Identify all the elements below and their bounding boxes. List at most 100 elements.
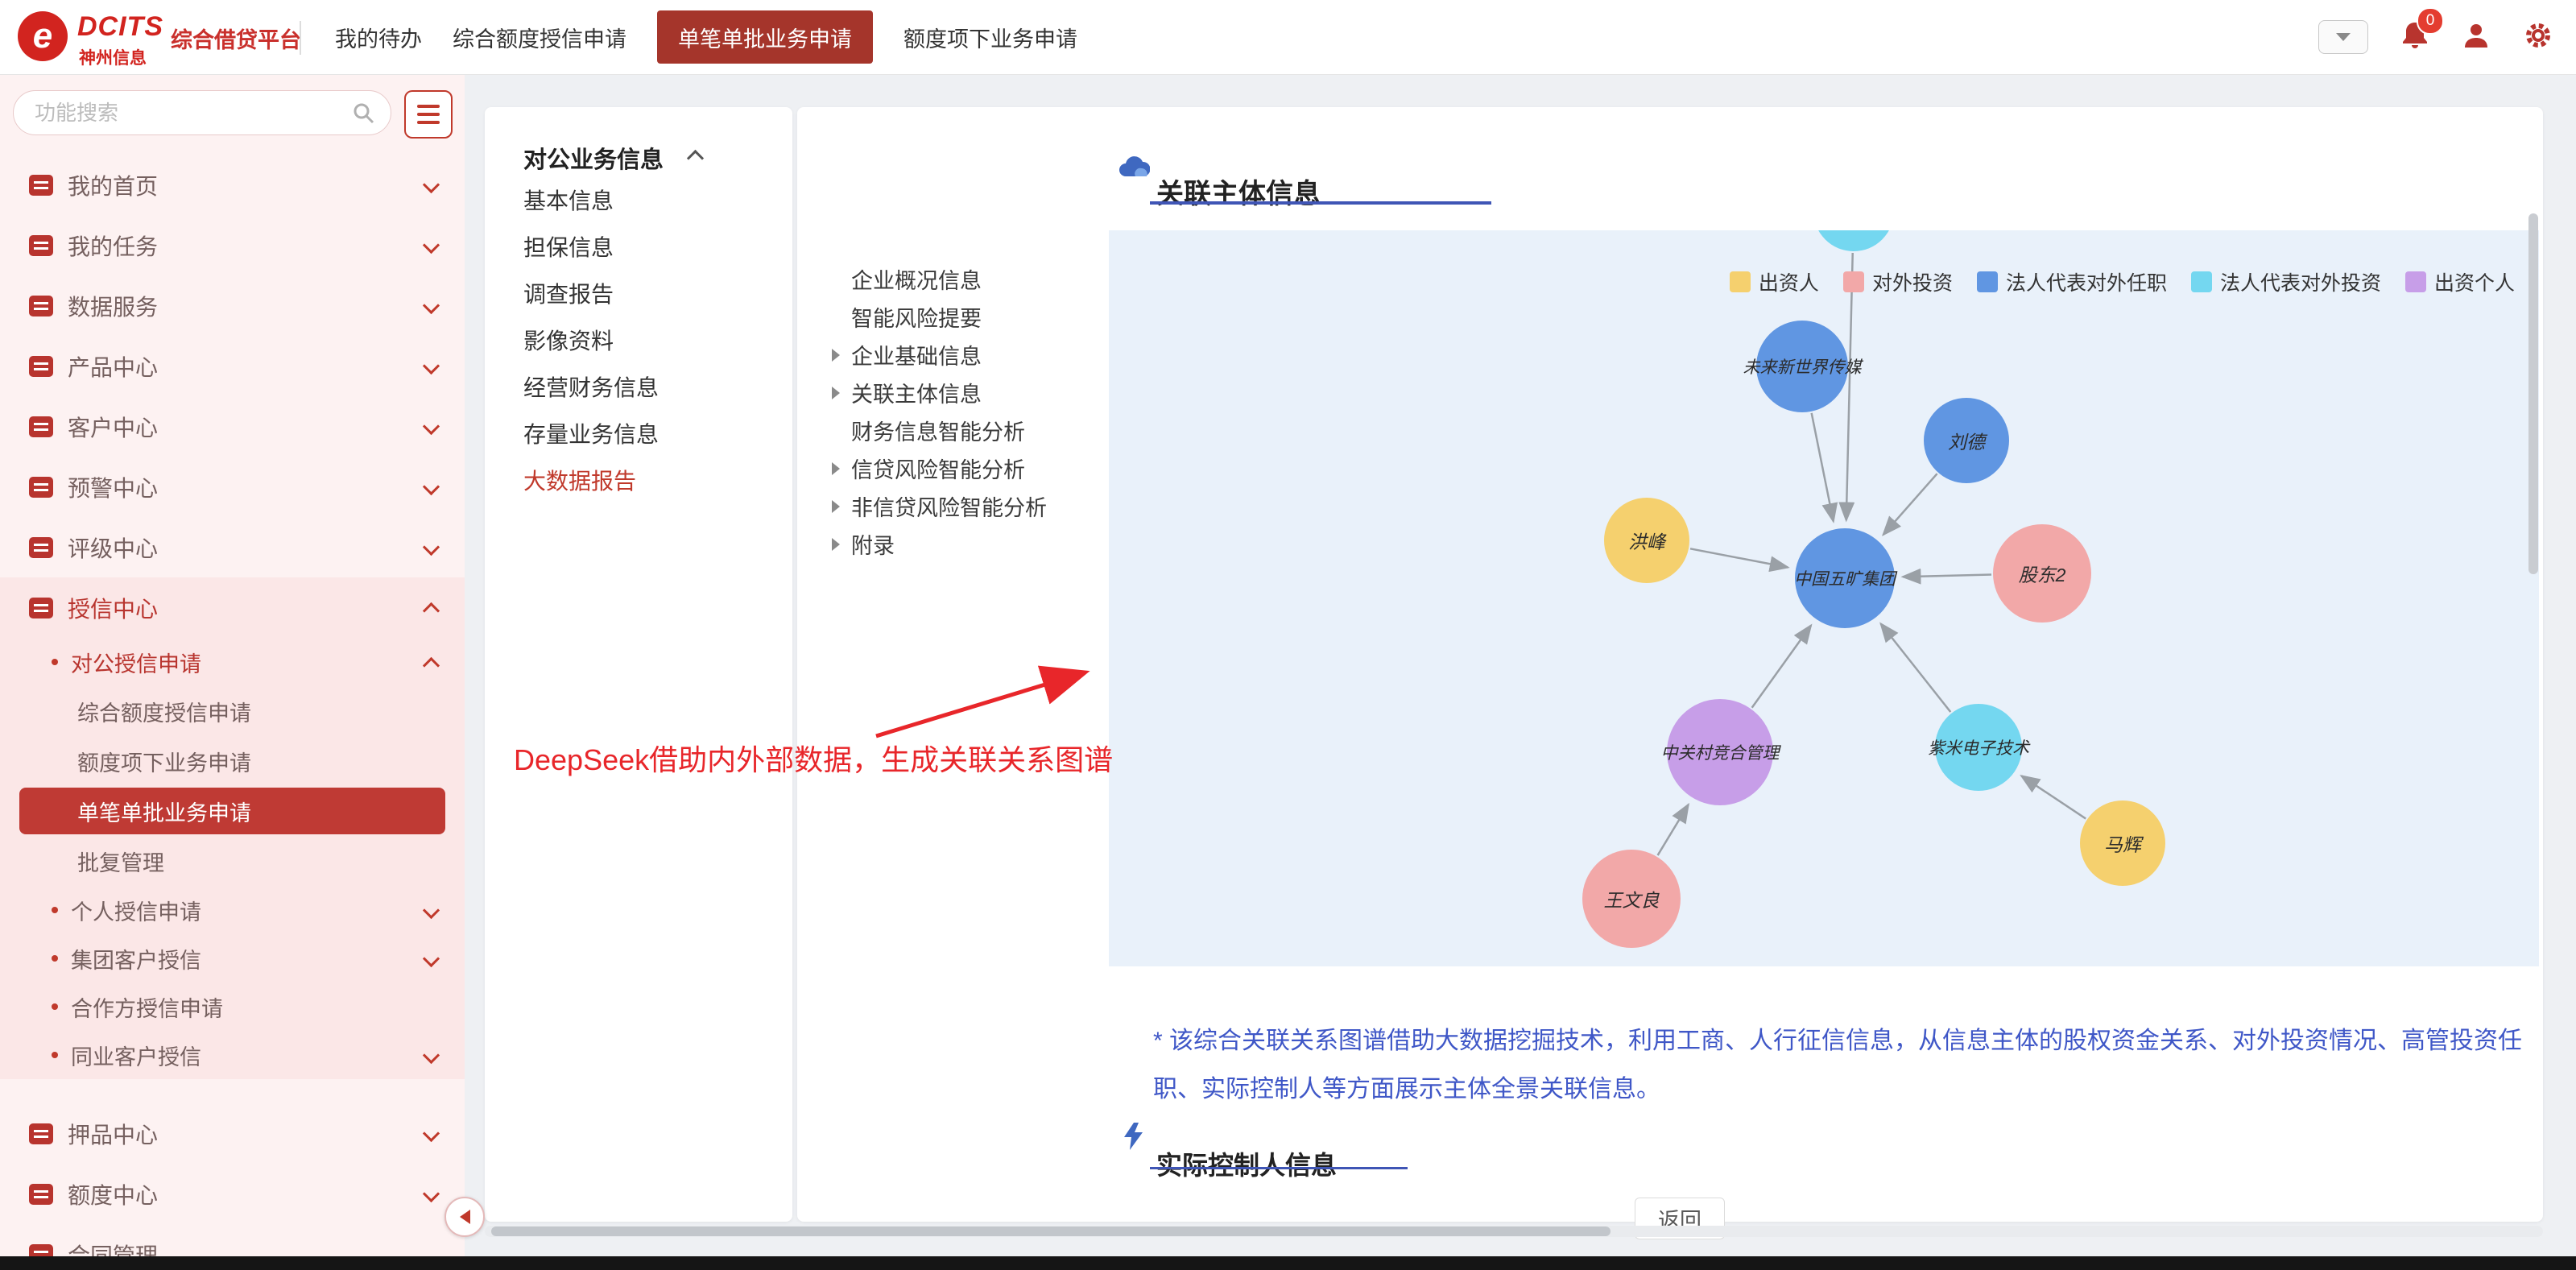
sidebar-item-tasks[interactable]: 我的任务 [0,215,465,275]
report-toc: 企业概况信息智能风险提要企业基础信息关联主体信息财务信息智能分析信贷风险智能分析… [832,260,1109,563]
customer-center-icon [29,416,53,437]
chevron-down-icon [422,949,440,967]
vertical-scrollbar[interactable] [2528,213,2538,574]
horizontal-scrollbar-thumb[interactable] [491,1227,1611,1236]
header-dropdown-button[interactable] [2318,20,2368,54]
business-info-panel: 对公业务信息 基本信息担保信息调查报告影像资料经营财务信息存量业务信息大数据报告 [485,107,792,1222]
header-nav: 我的待办 综合额度授信申请 单笔单批业务申请 额度项下业务申请 [335,0,1077,74]
toc-item-label: 附录 [851,534,895,558]
toc-item-label: 企业概况信息 [851,269,982,293]
graph-node-hongfeng[interactable]: 洪峰 [1604,498,1689,583]
sidebar-item-label: 客户中心 [68,415,159,441]
sidebar-item-quota-sub-apply[interactable]: 额度项下业务申请 [0,736,465,786]
notification-bell-icon[interactable]: 0 [2400,6,2444,55]
nav-item-my-todo[interactable]: 我的待办 [335,27,422,52]
graph-edge [1879,622,1952,713]
graph-node-center-group[interactable]: 中国五旷集团 [1794,528,1896,628]
top-header: e DCITS 神州信息 综合借贷平台 我的待办综合额度授信申请单笔单批业务申请… [0,0,2576,75]
section-underline [1150,201,1491,205]
graph-node-shareholder2[interactable]: 股东2 [1993,524,2091,623]
legend-color-swatch [1842,271,1864,292]
sidebar-item-label: 额度中心 [68,1182,159,1208]
toc-item-label: 非信贷风险智能分析 [851,496,1047,520]
chevron-right-icon [832,348,840,362]
settings-gear-icon[interactable] [2523,20,2553,55]
graph-node-wangwenliang[interactable]: 王文良 [1582,850,1681,948]
business-menu-item-image-data[interactable]: 影像资料 [523,329,614,354]
sidebar-item-credit-center[interactable]: 授信中心 [0,577,465,638]
toc-item-appendix[interactable]: 附录 [832,525,1109,563]
toc-item-company-basic-info[interactable]: 企业基础信息 [832,336,1109,374]
platform-title: 综合借贷平台 [171,28,301,52]
nav-item-quota-sub-business-apply[interactable]: 额度项下业务申请 [903,27,1077,52]
sidebar-item-quota-center[interactable]: 额度中心 [0,1164,465,1224]
sidebar-item-comprehensive-quota-apply[interactable]: 综合额度授信申请 [0,686,465,736]
sidebar-item-label: 产品中心 [68,354,159,380]
legend-label: 对外投资 [1871,272,1953,295]
legend-label: 出资个人 [2433,272,2515,295]
chevron-down-icon [422,478,440,496]
toc-item-smart-risk-summary[interactable]: 智能风险提要 [851,298,1109,336]
business-menu-item-stock-business-info[interactable]: 存量业务信息 [523,422,660,447]
toc-item-label: 企业基础信息 [851,345,982,369]
graph-node-clipped-top[interactable] [1813,230,1894,251]
menu-toggle-button[interactable] [404,90,453,139]
legend-color-swatch [2404,271,2426,292]
business-menu-item-basic-info[interactable]: 基本信息 [523,188,614,213]
toc-item-related-entity-info[interactable]: 关联主体信息 [832,374,1109,412]
chevron-up-icon[interactable] [686,149,705,168]
sidebar-item-interbank-customer-credit[interactable]: 同业客户授信 [0,1031,465,1079]
toc-item-label: 信贷风险智能分析 [851,458,1025,482]
sidebar-item-partner-credit-apply[interactable]: 合作方授信申请 [0,982,465,1031]
search-input[interactable] [13,90,391,135]
chevron-down-icon [422,236,440,254]
graph-edge [2020,775,2086,820]
graph-nodes: 未来新世界传媒刘德洪峰 中国五旷集团股东2 中关村竞合管理 紫米电子技术王文良 马辉 [1109,230,2539,966]
sidebar-collapse-button[interactable] [444,1197,485,1237]
nav-item-single-batch-business-apply[interactable]: 单笔单批业务申请 [657,10,873,64]
nav-item-comprehensive-quota-credit-apply[interactable]: 综合额度授信申请 [453,27,626,52]
graph-edge [1656,802,1689,856]
graph-node-zimi-tech[interactable]: 紫米电子技术 [1928,704,2029,791]
sidebar-item-label: 同业客户授信 [71,1045,201,1069]
sidebar-item-label: 我的任务 [68,234,159,259]
toc-item-label: 财务信息智能分析 [851,420,1025,445]
business-menu-item-bigdata-report[interactable]: 大数据报告 [523,469,637,494]
sidebar-item-home[interactable]: 我的首页 [0,155,465,215]
sidebar-item-collateral-center[interactable]: 押品中心 [0,1103,465,1164]
sidebar-item-warning-center[interactable]: 预警中心 [0,457,465,517]
business-menu-item-guarantee-info[interactable]: 担保信息 [523,235,614,260]
toc-item-finance-analysis[interactable]: 财务信息智能分析 [851,412,1109,449]
sidebar-item-corporate-credit-apply[interactable]: 对公授信申请 [0,638,465,686]
legend-item: 法人代表对外任职 [1976,267,2167,296]
legend-item: 法人代表对外投资 [2190,267,2381,296]
graph-node-liude[interactable]: 刘德 [1924,398,2009,483]
sidebar-item-single-batch-apply[interactable]: 单笔单批业务申请 [0,786,465,836]
toc-item-company-overview[interactable]: 企业概况信息 [851,260,1109,298]
sidebar-item-customer-center[interactable]: 客户中心 [0,396,465,457]
sidebar-item-product-center[interactable]: 产品中心 [0,336,465,396]
sidebar-item-personal-credit-apply[interactable]: 个人授信申请 [0,886,465,934]
graph-node-mahui[interactable]: 马辉 [2080,800,2165,886]
toc-item-label: 智能风险提要 [851,307,982,331]
controller-section-icon [1124,1123,1143,1150]
legend-item: 出资个人 [2404,267,2515,296]
sidebar-item-approval-mgmt[interactable]: 批复管理 [0,836,465,886]
sidebar-item-group-customer-credit[interactable]: 集团客户授信 [0,934,465,982]
toc-item-credit-risk-analysis[interactable]: 信贷风险智能分析 [832,449,1109,487]
business-menu-item-finance-info[interactable]: 经营财务信息 [523,375,660,400]
user-icon[interactable] [2462,21,2491,54]
sidebar-item-data-service[interactable]: 数据服务 [0,275,465,336]
toc-item-non-credit-risk-analysis[interactable]: 非信贷风险智能分析 [832,487,1109,525]
horizontal-scrollbar[interactable] [485,1226,2543,1237]
legend-label: 法人代表对外任职 [2005,272,2167,295]
graph-node-zhongguancun[interactable]: 中关村竞合管理 [1661,699,1780,805]
business-menu-item-survey-report[interactable]: 调查报告 [523,282,614,307]
bullet-icon [52,955,58,962]
deepseek-annotation: DeepSeek借助内外部数据，生成关联关系图谱 [514,743,1114,776]
report-panel: 企业概况信息智能风险提要企业基础信息关联主体信息财务信息智能分析信贷风险智能分析… [797,107,2543,1239]
business-info-panel-title: 对公业务信息 [523,147,664,173]
sidebar-item-rating-center[interactable]: 评级中心 [0,517,465,577]
graph-node-weilai-media[interactable]: 未来新世界传媒 [1743,321,1862,412]
graph-edge [1689,548,1790,573]
